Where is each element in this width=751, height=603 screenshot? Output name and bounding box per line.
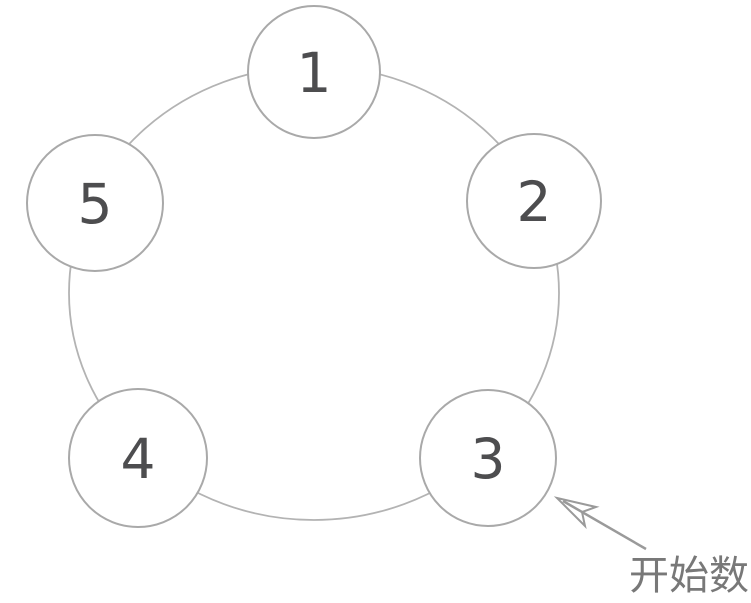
arrow-shaft bbox=[562, 499, 647, 551]
node-3: 3 bbox=[419, 389, 557, 527]
node-1-circle bbox=[247, 5, 381, 139]
node-1-label: 1 bbox=[297, 41, 332, 105]
node-5: 5 bbox=[26, 134, 164, 272]
node-4-circle bbox=[68, 388, 208, 528]
annotation-label: 开始数 bbox=[629, 553, 749, 599]
node-2: 2 bbox=[466, 133, 602, 269]
node-5-circle bbox=[26, 134, 164, 272]
node-3-circle bbox=[419, 389, 557, 527]
node-3-label: 3 bbox=[471, 427, 506, 491]
node-1: 1 bbox=[247, 5, 381, 139]
start-pointer-arrow bbox=[553, 496, 647, 551]
node-5-label: 5 bbox=[78, 172, 113, 236]
node-4-label: 4 bbox=[121, 427, 156, 491]
node-4: 4 bbox=[68, 388, 208, 528]
node-2-circle bbox=[466, 133, 602, 269]
node-2-label: 2 bbox=[517, 170, 552, 234]
